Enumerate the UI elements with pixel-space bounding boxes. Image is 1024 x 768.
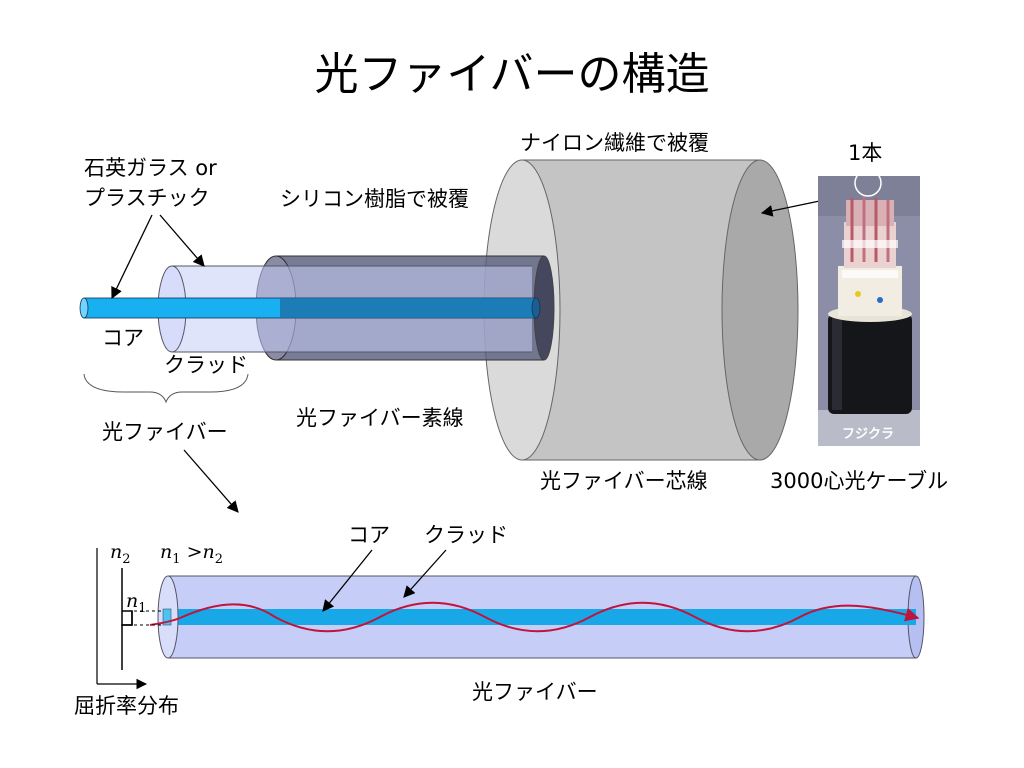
fiber-label-bottom: 光ファイバー (472, 680, 598, 704)
fiber-cord-label: 光ファイバー芯線 (540, 469, 708, 493)
bottom-fiber (149, 575, 925, 659)
brace-icon (83, 373, 249, 404)
core-rod (79, 297, 541, 319)
core-label: コア (102, 326, 144, 350)
light-ray (149, 601, 920, 633)
core-arrow-icon (322, 549, 373, 612)
cable-label: 3000心光ケーブル (770, 469, 949, 493)
bare-fiber-label: 光ファイバー素線 (296, 406, 464, 430)
material-label-line1: 石英ガラス or (84, 156, 217, 180)
clad-arrow-icon (403, 549, 447, 598)
index-relation: n1 >n2 (160, 541, 224, 567)
n1-axis-label: n1 (126, 590, 147, 616)
nylon-label: ナイロン繊維で被覆 (520, 131, 709, 155)
clad-label-bottom: クラッド (424, 523, 508, 547)
brand-logo: フジクラ (842, 427, 894, 442)
one-strand-label: 1本 (848, 141, 883, 165)
page-title: 光ファイバーの構造 (314, 49, 710, 100)
core-label-bottom: コア (348, 523, 390, 547)
silicone-label: シリコン樹脂で被覆 (280, 187, 469, 211)
fiber-label: 光ファイバー (102, 420, 228, 444)
material-arrows (111, 214, 205, 300)
zoom-arrow-icon (183, 449, 239, 513)
clad-label: クラッド (164, 353, 248, 377)
refractive-index-graph (96, 548, 162, 690)
material-label-line2: プラスチック (84, 186, 210, 210)
cable-photo: フジクラ (818, 169, 920, 446)
n2-axis-label: n2 (110, 541, 131, 567)
refractive-profile-label: 屈折率分布 (74, 694, 179, 718)
